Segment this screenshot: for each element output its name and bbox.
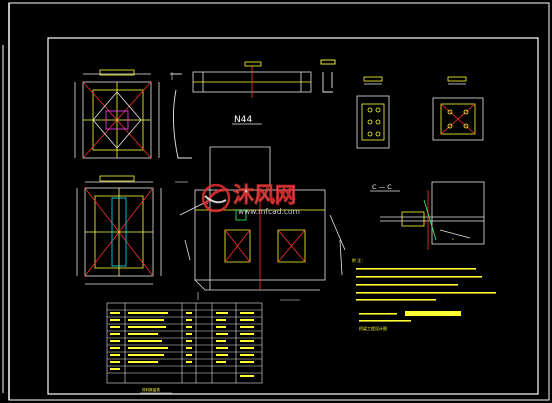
main-assembly bbox=[179, 146, 346, 291]
section-detail-b bbox=[432, 76, 484, 141]
section-c-label: C — C bbox=[372, 183, 392, 191]
watermark-url: www.mfcad.com bbox=[238, 207, 300, 216]
plan-detail-bottom bbox=[76, 175, 162, 285]
dimension-ticks bbox=[171, 72, 300, 301]
section-c-c: C — C 1 bbox=[370, 181, 485, 250]
bottom-title: 桥梁工程设计图 bbox=[359, 325, 387, 331]
elevation-bar bbox=[192, 61, 312, 98]
inner-frame bbox=[47, 37, 539, 395]
notes-title: 附 注： bbox=[352, 257, 365, 263]
materials-table-cells bbox=[110, 312, 254, 377]
watermark: 沐风网 www.mfcad.com bbox=[201, 183, 300, 216]
curved-rib bbox=[170, 73, 192, 159]
materials-table bbox=[106, 302, 263, 384]
plan-detail-top bbox=[74, 69, 160, 159]
notes-block: 附 注： 桥梁工程设计图 bbox=[352, 257, 496, 331]
watermark-brand: 沐风网 bbox=[233, 183, 296, 207]
channel-profile bbox=[320, 59, 336, 93]
mfcad-logo-icon bbox=[201, 183, 231, 213]
n44-label: N44 bbox=[234, 115, 252, 125]
table-title: 材料数量表 bbox=[142, 387, 160, 392]
svg-text:1: 1 bbox=[452, 237, 454, 241]
section-detail-a bbox=[356, 76, 390, 149]
